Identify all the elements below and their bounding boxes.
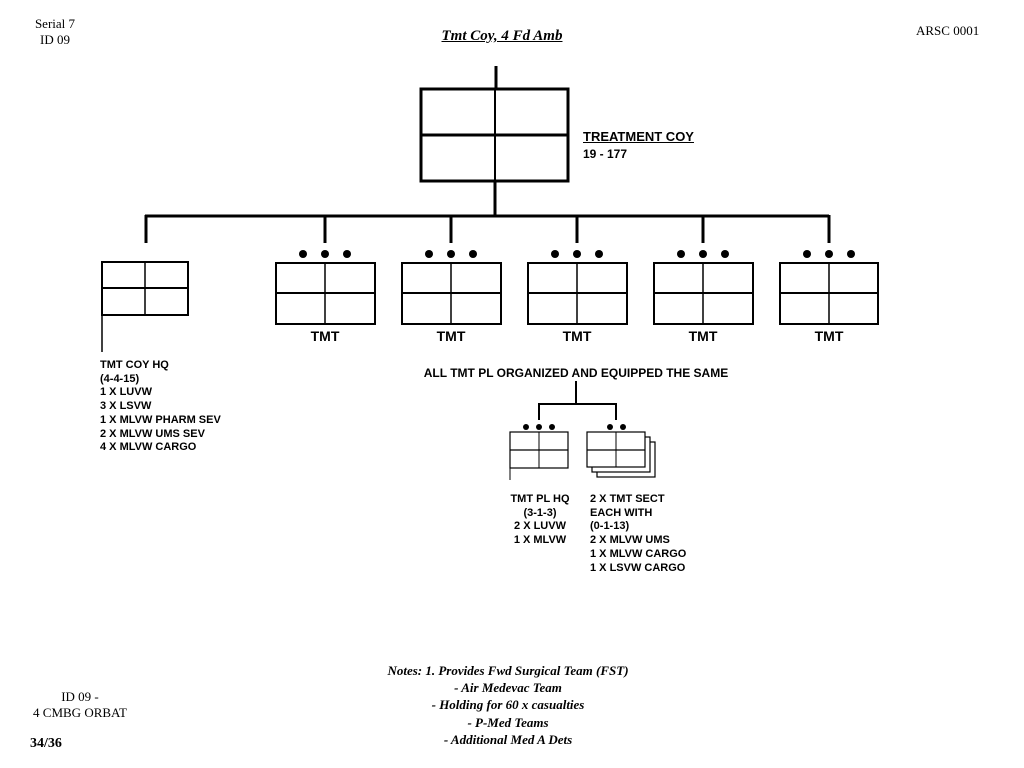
note-line: - Additional Med A Dets bbox=[443, 731, 573, 747]
platoon-label-1: TMT bbox=[310, 328, 340, 344]
note-line: - Air Medevac Team bbox=[454, 680, 562, 696]
hq-box bbox=[101, 261, 189, 352]
company-name: TREATMENT COY bbox=[583, 129, 694, 144]
platoon-label-3: TMT bbox=[562, 328, 592, 344]
hq-vehicle: 1 X MLVW PHARM SEV bbox=[100, 413, 221, 426]
note-line: - Holding for 60 x casualties bbox=[431, 697, 585, 713]
platoon-box-2 bbox=[401, 250, 502, 325]
page-title: Tmt Coy, 4 Fd Amb bbox=[441, 28, 563, 44]
serial-label: Serial 7 ID 09 bbox=[30, 16, 80, 48]
hq-vehicle: 4 X MLVW CARGO bbox=[100, 441, 197, 454]
hq-vehicle: 1 X LUVW bbox=[100, 386, 152, 399]
pl-hq-title: TMT PL HQ bbox=[510, 493, 570, 505]
section-vehicle: 1 X MLVW CARGO bbox=[590, 547, 687, 560]
hq-details: TMT COY HQ (4-4-15) 1 X LUVW 3 X LSVW 1 … bbox=[100, 359, 221, 455]
bus-drops bbox=[144, 215, 831, 243]
serial-number: Serial 7 bbox=[34, 16, 76, 31]
platoon-label-5: TMT bbox=[814, 328, 844, 344]
platoon-label-4: TMT bbox=[688, 328, 718, 344]
pl-hq-box bbox=[509, 424, 569, 480]
platoon-note: ALL TMT PL ORGANIZED AND EQUIPPED THE SA… bbox=[423, 366, 729, 380]
section-strength: (0-1-13) bbox=[590, 520, 630, 533]
footer-id-line2: 4 CMBG ORBAT bbox=[33, 705, 127, 720]
section-title: 2 X TMT SECT bbox=[590, 493, 665, 505]
company-strength: 19 - 177 bbox=[583, 147, 628, 161]
footer-id: ID 09 - 4 CMBG ORBAT bbox=[20, 689, 140, 721]
section-vehicle: 2 X MLVW UMS bbox=[590, 534, 670, 547]
platoon-box-1 bbox=[275, 250, 376, 325]
treatment-coy-box bbox=[419, 87, 570, 183]
section-vehicle: 1 X LSVW CARGO bbox=[590, 561, 686, 574]
note-line: - P-Med Teams bbox=[467, 714, 549, 730]
hq-vehicle: 3 X LSVW bbox=[100, 400, 152, 413]
hq-title: TMT COY HQ bbox=[100, 359, 169, 371]
sub-org-connectors bbox=[538, 381, 617, 420]
section-details: 2 X TMT SECT EACH WITH (0-1-13) 2 X MLVW… bbox=[590, 493, 686, 575]
page-number: 34/36 bbox=[30, 736, 62, 751]
pl-hq-vehicle: 2 X LUVW bbox=[514, 520, 566, 533]
platoon-box-3 bbox=[527, 250, 628, 325]
footer-id-line1: ID 09 - bbox=[61, 689, 99, 704]
section-box-stack bbox=[586, 424, 656, 478]
platoon-box-5 bbox=[779, 250, 879, 325]
notes-block: Notes: 1. Provides Fwd Surgical Team (FS… bbox=[330, 662, 686, 748]
pl-hq-vehicle: 1 X MLVW bbox=[513, 534, 567, 547]
hq-strength: (4-4-15) bbox=[100, 372, 140, 385]
hq-vehicle: 2 X MLVW UMS SEV bbox=[100, 427, 205, 440]
note-line: Notes: 1. Provides Fwd Surgical Team (FS… bbox=[387, 663, 629, 678]
platoon-label-2: TMT bbox=[436, 328, 466, 344]
pl-hq-details: TMT PL HQ (3-1-3) 2 X LUVW 1 X MLVW bbox=[500, 493, 580, 548]
platoon-box-4 bbox=[653, 250, 754, 325]
serial-id: ID 09 bbox=[40, 32, 70, 47]
document-ref: ARSC 0001 bbox=[916, 23, 980, 38]
pl-hq-strength: (3-1-3) bbox=[523, 506, 557, 519]
section-line: EACH WITH bbox=[590, 506, 653, 519]
